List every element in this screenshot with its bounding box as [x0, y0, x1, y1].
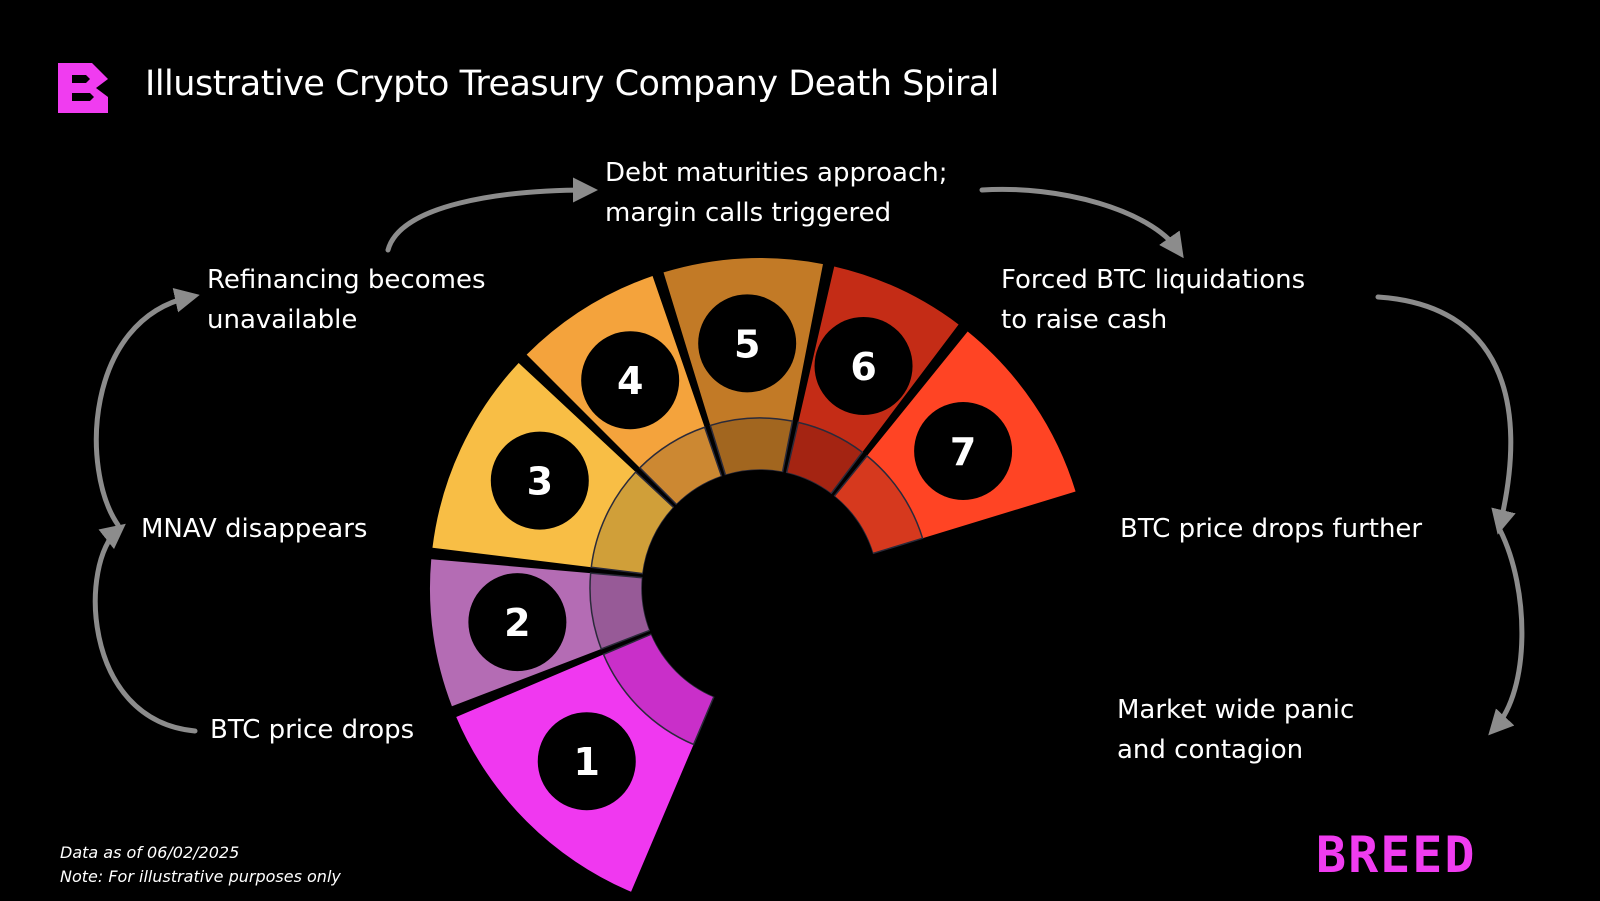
- data-date-note: Data as of 06/02/2025: [60, 843, 240, 862]
- step-number-4: 4: [617, 359, 643, 403]
- breed-wordmark-logo: BREED: [1316, 829, 1477, 879]
- page-title: Illustrative Crypto Treasury Company Dea…: [145, 64, 999, 104]
- svg-text:BREED: BREED: [1316, 829, 1477, 879]
- step-label-5: Forced BTC liquidations to raise cash: [1001, 265, 1306, 335]
- step-label-7: Market wide panic and contagion: [1117, 695, 1355, 765]
- step-label-2: MNAV disappears: [141, 514, 368, 544]
- arrow-5-to-6: [1375, 294, 1516, 535]
- step-number-7: 7: [950, 430, 976, 474]
- step-number-1: 1: [574, 740, 600, 784]
- step-badge-4: [581, 331, 680, 430]
- arrow-6-to-7: [1488, 527, 1525, 736]
- arrow-1-to-2: [92, 523, 198, 734]
- step-number-5: 5: [734, 322, 760, 366]
- breed-logo-icon: [58, 63, 108, 113]
- step-badge-2: [468, 573, 567, 672]
- inner-band-1: [602, 633, 715, 746]
- arrow-4-to-5: [979, 186, 1184, 259]
- step-number-3: 3: [527, 460, 553, 504]
- step-badge-5: [698, 294, 797, 393]
- inner-ring: [589, 417, 924, 746]
- step-number-badges: 1 2 3 4 5 6 7: [468, 294, 1013, 811]
- inner-band-2: [589, 572, 651, 650]
- step-label-3: Refinancing becomes unavailable: [207, 265, 486, 335]
- arrow-2-to-3: [93, 288, 200, 528]
- step-badge-7: [914, 401, 1013, 500]
- step-label-6: BTC price drops further: [1120, 514, 1423, 544]
- step-number-6: 6: [850, 345, 876, 389]
- arrow-3-to-4: [385, 177, 598, 253]
- step-label-4: Debt maturities approach; margin calls t…: [605, 158, 948, 228]
- step-badge-1: [537, 712, 636, 811]
- center-hole: [642, 470, 878, 706]
- flow-arrows: [92, 177, 1525, 736]
- step-badge-3: [490, 431, 589, 530]
- step-badge-6: [814, 316, 913, 415]
- inner-band-5: [709, 417, 794, 477]
- step-number-2: 2: [504, 601, 530, 645]
- illustrative-note: Note: For illustrative purposes only: [60, 867, 341, 886]
- step-label-1: BTC price drops: [210, 715, 415, 745]
